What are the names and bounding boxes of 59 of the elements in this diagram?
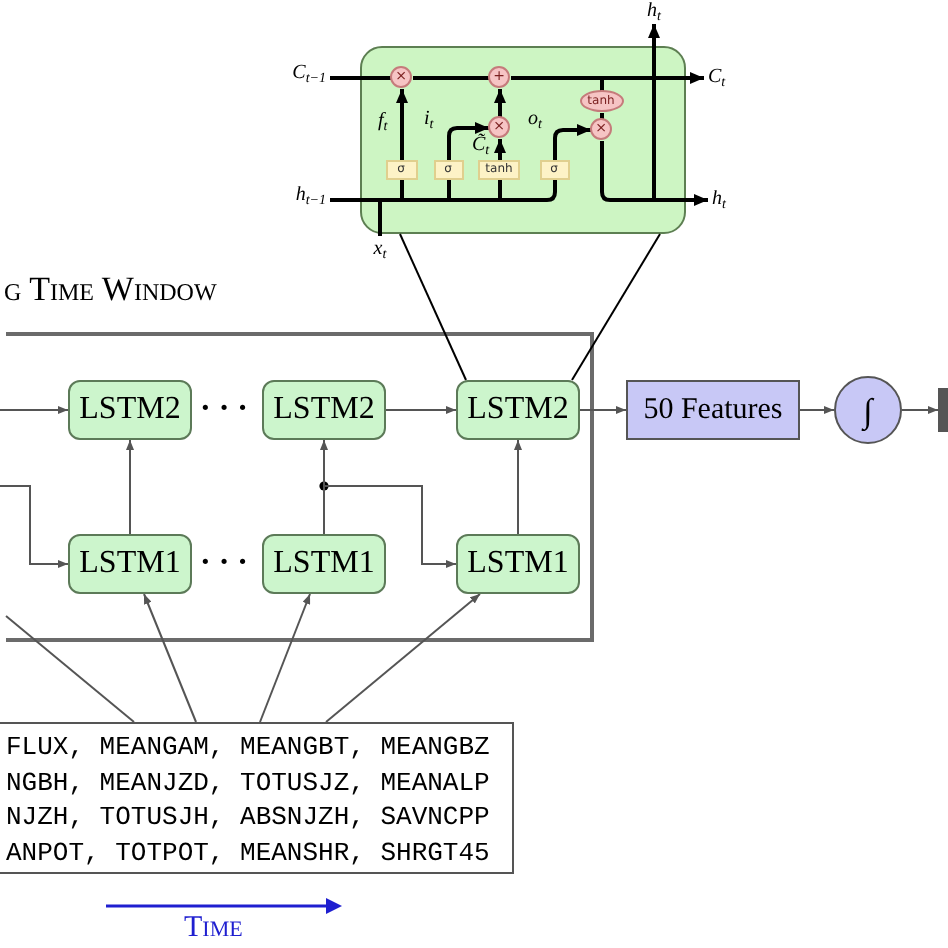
arrow [602, 72, 704, 84]
connector-line [449, 198, 500, 202]
arrow [320, 439, 328, 487]
window-title: g Time Window [4, 272, 217, 308]
arrow [385, 406, 457, 414]
arrow [579, 406, 627, 414]
arrow [553, 124, 591, 160]
arrow [494, 89, 506, 117]
lstm-box: LSTM2 [262, 380, 386, 440]
math-label: C$_{t−1}$ [276, 60, 330, 88]
lstm-box: LSTM2 [456, 380, 580, 440]
connector-line [5, 615, 135, 723]
feature-list-box: FLUX, MEANGAM, MEANGBT, MEANGBZ NGBH, MEANJZD, TOTUSJZ, MEANALP NJZH, TOTUSJH, ABSNJZH, SAVNCPP ANPOT, TOTPOT, MEANSHR, SHRGT45 [0, 722, 514, 874]
connector-line [511, 76, 602, 80]
lstm-box: LSTM2 [68, 380, 192, 440]
connector-line [500, 180, 557, 202]
arrow [654, 194, 708, 206]
integral-circle: ∫ [834, 376, 902, 444]
math-label: h$_{t}$ [640, 0, 668, 24]
lstm-cell-detail [360, 46, 686, 234]
arrow [0, 485, 69, 568]
edge-label: i$_{t}$ [424, 110, 434, 130]
arrow [325, 593, 481, 723]
arrow [901, 406, 939, 414]
arrow [799, 406, 835, 414]
math-label: h$_{t−1}$ [276, 182, 330, 210]
math-label: C$_{t}$ [704, 64, 740, 92]
math-label: x$_{t}$ [366, 236, 394, 262]
arrow [126, 439, 134, 535]
ellipsis-dots: · · · [200, 394, 249, 426]
lstm-box: LSTM1 [262, 534, 386, 594]
math-label: h$_{t}$ [708, 186, 744, 214]
arrow [447, 122, 489, 160]
edge-label: f$_{t}$ [378, 112, 388, 132]
connector-line [600, 78, 604, 91]
arrow [259, 593, 311, 723]
time-label: Time [184, 914, 243, 944]
connector-line [600, 141, 654, 202]
ellipsis-dots: · · · [200, 548, 249, 580]
connector-line [323, 485, 325, 535]
arrow [648, 24, 660, 200]
lstm-box: LSTM1 [68, 534, 192, 594]
connector-line [413, 76, 489, 80]
features-box: 50 Features [626, 380, 800, 440]
arrow [396, 89, 408, 160]
output-bar [938, 388, 948, 432]
arrow [323, 485, 457, 568]
connector-line [571, 233, 661, 381]
arrow [514, 439, 522, 535]
arrow [494, 139, 506, 160]
edge-label: o$_{t}$ [528, 110, 542, 130]
connector-line [330, 198, 380, 202]
connector-line [400, 180, 404, 200]
arrow [0, 406, 69, 414]
connector-line [399, 233, 467, 381]
lstm-box: LSTM1 [456, 534, 580, 594]
edge-label: C̃$_{t}$ [472, 136, 490, 156]
arrow [143, 593, 197, 723]
connector-line [498, 180, 502, 200]
